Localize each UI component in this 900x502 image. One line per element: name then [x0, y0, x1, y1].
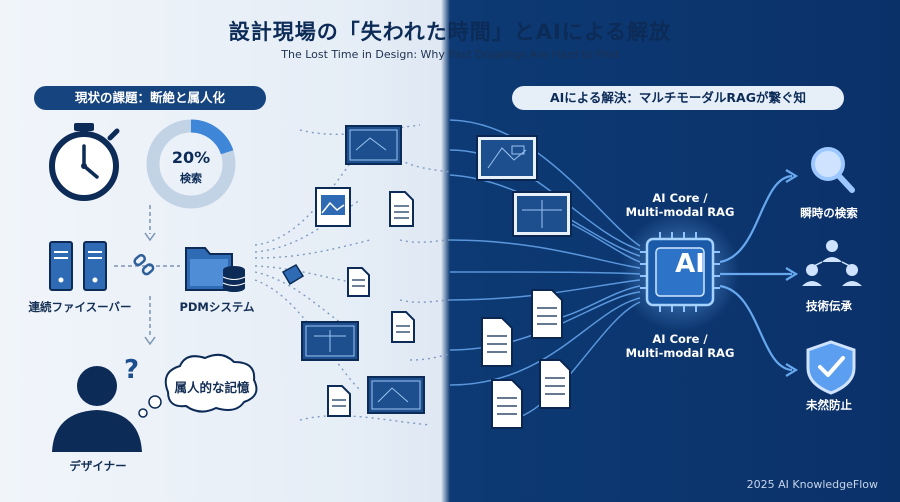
server-icon	[49, 241, 107, 291]
pdm-folder-icon	[185, 247, 246, 292]
document-icon	[391, 311, 415, 343]
page-subtitle: The Lost Time in Design: Why Past Drawin…	[281, 48, 619, 61]
ai-chip	[620, 212, 740, 332]
core-label-bottom-line2: Multi-modal RAG	[625, 346, 735, 360]
output-label-prevention: 未然防止	[806, 398, 852, 412]
document-icon	[347, 267, 370, 297]
question-mark-icon: ?	[124, 355, 139, 385]
blueprint-card	[367, 376, 425, 414]
blueprint-card	[301, 321, 359, 361]
output-label-search: 瞬時の検索	[800, 206, 858, 220]
thought-bubble	[138, 353, 258, 418]
document-icon	[327, 385, 351, 417]
blueprint-card	[476, 135, 538, 181]
blueprint-card	[512, 191, 572, 237]
image-doc-icon	[315, 187, 351, 227]
pdm-label: PDMシステム	[179, 300, 255, 314]
shield-check-icon	[806, 340, 856, 395]
donut-caption: 検索	[180, 172, 202, 185]
blueprint-card	[345, 125, 402, 165]
designer-label: デザイナー	[69, 459, 127, 473]
core-label-top: AI Core / Multi-modal RAG	[602, 191, 758, 219]
core-label-bottom: AI Core / Multi-modal RAG	[602, 332, 758, 360]
left-section-title: 現状の課題：断絶と属人化	[34, 86, 266, 110]
document-icon	[389, 191, 414, 227]
donut-chart	[146, 119, 236, 209]
right-panel-graphics	[450, 119, 862, 429]
donut-arc-search	[190, 119, 234, 155]
stopwatch-icon	[49, 123, 120, 201]
core-label-top-line2: Multi-modal RAG	[625, 205, 735, 219]
core-label-bottom-line1: AI Core /	[652, 332, 708, 346]
server-label: 連続ファイスーバー	[28, 300, 132, 314]
memory-label: 属人的な記憶	[174, 380, 250, 395]
right-section-title: AIによる解決：マルチモーダルRAGが繋ぐ知	[512, 86, 844, 110]
core-label-top-line1: AI Core /	[652, 191, 708, 205]
page-title: 設計現場の「失われた時間」とAIによる解放	[228, 20, 672, 44]
designer-avatar	[52, 366, 142, 452]
document-stack-icon	[481, 289, 571, 429]
footer-credit: 2025 AI KnowledgeFlow	[746, 478, 878, 491]
output-label-transfer: 技術伝承	[806, 299, 852, 313]
chip-label: AI	[675, 249, 705, 279]
donut-value: 20%	[171, 148, 211, 167]
broken-link-icon	[114, 254, 180, 276]
people-network-icon	[802, 240, 862, 286]
left-panel-graphics: ?	[49, 119, 450, 452]
blueprint-small	[281, 264, 305, 286]
magnifier-icon	[811, 147, 855, 193]
